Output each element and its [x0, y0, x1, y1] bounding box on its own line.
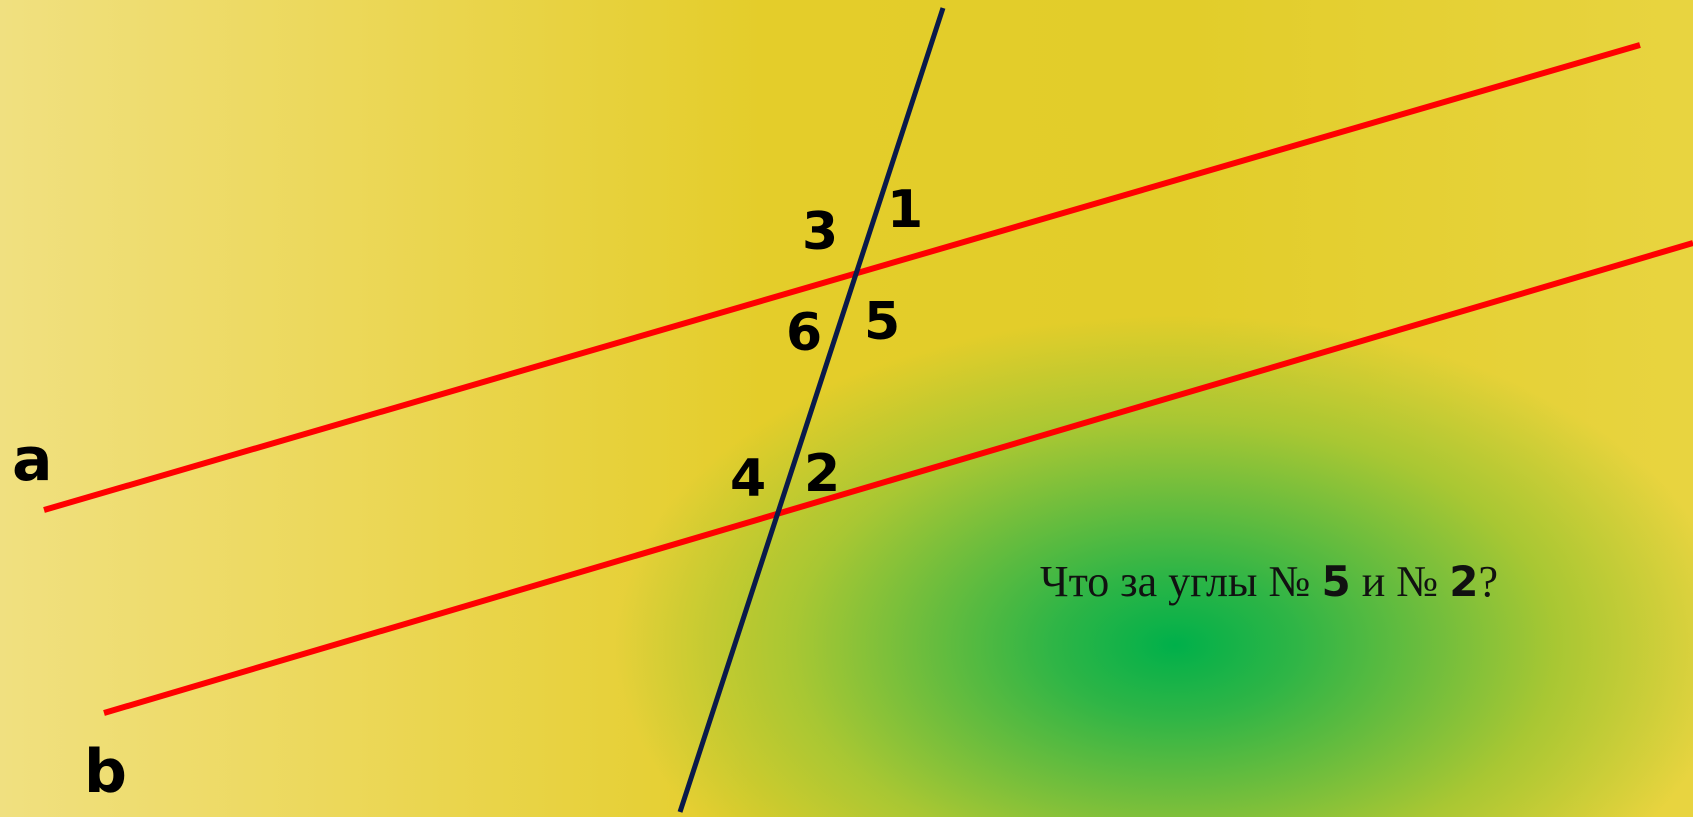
- transversal-line: [677, 7, 946, 813]
- question-angle-5: 5: [1321, 557, 1351, 606]
- question-angle-2: 2: [1449, 557, 1479, 606]
- line-b-label: b: [84, 737, 127, 807]
- line-b: [103, 240, 1693, 716]
- question-text: Что за углы № 5 и № 2?: [1040, 560, 1498, 604]
- question-prefix: Что за углы №: [1040, 557, 1322, 606]
- angle-label-5: 5: [864, 292, 900, 352]
- angle-label-2: 2: [804, 444, 840, 504]
- question-suffix: ?: [1478, 557, 1498, 606]
- line-a-label: a: [12, 425, 52, 495]
- angle-label-4: 4: [730, 449, 766, 509]
- angle-label-1: 1: [887, 180, 923, 240]
- line-a: [43, 42, 1641, 513]
- question-middle: и №: [1350, 557, 1450, 606]
- angle-label-3: 3: [802, 202, 838, 262]
- angle-label-6: 6: [786, 303, 822, 363]
